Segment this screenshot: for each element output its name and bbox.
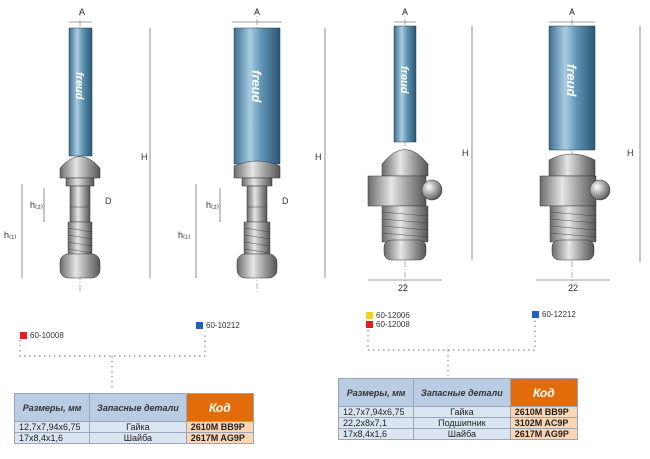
dim-d-1: D [105, 196, 112, 206]
product-code: 60-12008 [376, 320, 410, 329]
dim-h1-1: h₍₁₎ [4, 230, 16, 240]
table-row: 12,7x7,94x6,75 Гайка 2610M BB9P [337, 406, 579, 418]
table-row: 17x8,4x1,6 Шайба 2617M AG9P [337, 428, 579, 440]
code-label-left-2: 60-10212 [196, 321, 240, 330]
dim-d-2: D [282, 196, 289, 206]
header-size: Размеры, мм [13, 393, 91, 422]
code-label-right-1: 60-12006 [366, 311, 410, 320]
dim-h-2: H [315, 152, 322, 162]
table-row: 22,2x8x7,1 Подшипник 3102M AC9P [337, 417, 579, 429]
header-part: Запасные детали [413, 378, 511, 407]
dim-a-4: A [569, 7, 575, 17]
cell-part: Гайка [413, 406, 511, 418]
dim-h1-2: h₍₁₎ [178, 230, 190, 240]
spare-parts-table-left: Размеры, мм Запасные детали Код 12,7x7,9… [13, 393, 255, 444]
code-label-right-2: 60-12008 [366, 320, 410, 329]
product-code: 60-10212 [206, 321, 240, 330]
dim-bearing-3: 22 [398, 283, 408, 293]
cell-size: 17x8,4x1,6 [13, 432, 91, 444]
code-label-left-1: 60-10008 [20, 331, 64, 340]
color-square [366, 312, 373, 319]
cell-part: Подшипник [413, 417, 511, 429]
brand-logo-1: freud [73, 72, 85, 100]
color-square [196, 322, 203, 329]
cell-size: 12,7x7,94x6,75 [13, 421, 91, 433]
header-size: Размеры, мм [337, 378, 415, 407]
color-square [532, 311, 539, 318]
dim-bearing-4: 22 [568, 283, 578, 293]
cell-code: 2610M BB9P [509, 406, 579, 418]
header-code: Код [185, 393, 255, 422]
table-row: 12,7x7,94x6,75 Гайка 2610M BB9P [13, 421, 255, 433]
cell-size: 12,7x7,94x6,75 [337, 406, 415, 418]
bit-2: A freud H h₍₁₎ h₍₂₎ D [178, 7, 326, 292]
cell-part: Шайба [89, 432, 187, 444]
brand-logo-2: freud [249, 70, 264, 104]
router-bits-drawing: A freud H h₍₁₎ h₍₂₎ D A freud [4, 7, 641, 293]
cell-code: 3102M AC9P [509, 417, 579, 429]
product-code: 60-10008 [30, 331, 64, 340]
brand-logo-4: freud [564, 64, 579, 98]
brand-logo-3: freud [398, 66, 410, 94]
dim-a-2: A [254, 7, 260, 17]
cell-code: 2617M AG9P [509, 428, 579, 440]
bit-1: A freud H h₍₁₎ h₍₂₎ D [4, 7, 151, 292]
bit-4: A freud H 22 [536, 7, 641, 293]
product-code: 60-12006 [376, 311, 410, 320]
cell-part: Шайба [413, 428, 511, 440]
header-code: Код [509, 378, 579, 407]
cell-code: 2610M BB9P [185, 421, 255, 433]
code-label-right-3: 60-12212 [532, 310, 576, 319]
cell-size: 22,2x8x7,1 [337, 417, 415, 429]
dim-h2-2: h₍₂₎ [206, 200, 219, 210]
bit-3: A freud H 22 [367, 7, 473, 293]
cell-part: Гайка [89, 421, 187, 433]
table-row: 17x8,4x1,6 Шайба 2617M AG9P [13, 432, 255, 444]
dim-h-3: H [462, 148, 469, 158]
header-part: Запасные детали [89, 393, 187, 422]
dim-a-3: A [402, 7, 408, 17]
dim-a-1: A [79, 7, 85, 17]
color-square [20, 332, 27, 339]
cell-size: 17x8,4x1,6 [337, 428, 415, 440]
cell-code: 2617M AG9P [185, 432, 255, 444]
dim-h-4: H [627, 148, 634, 158]
spare-parts-table-right: Размеры, мм Запасные детали Код 12,7x7,9… [337, 378, 579, 440]
dim-h-1: H [141, 152, 148, 162]
product-code: 60-12212 [542, 310, 576, 319]
color-square [366, 321, 373, 328]
dim-h2-1: h₍₂₎ [30, 200, 43, 210]
